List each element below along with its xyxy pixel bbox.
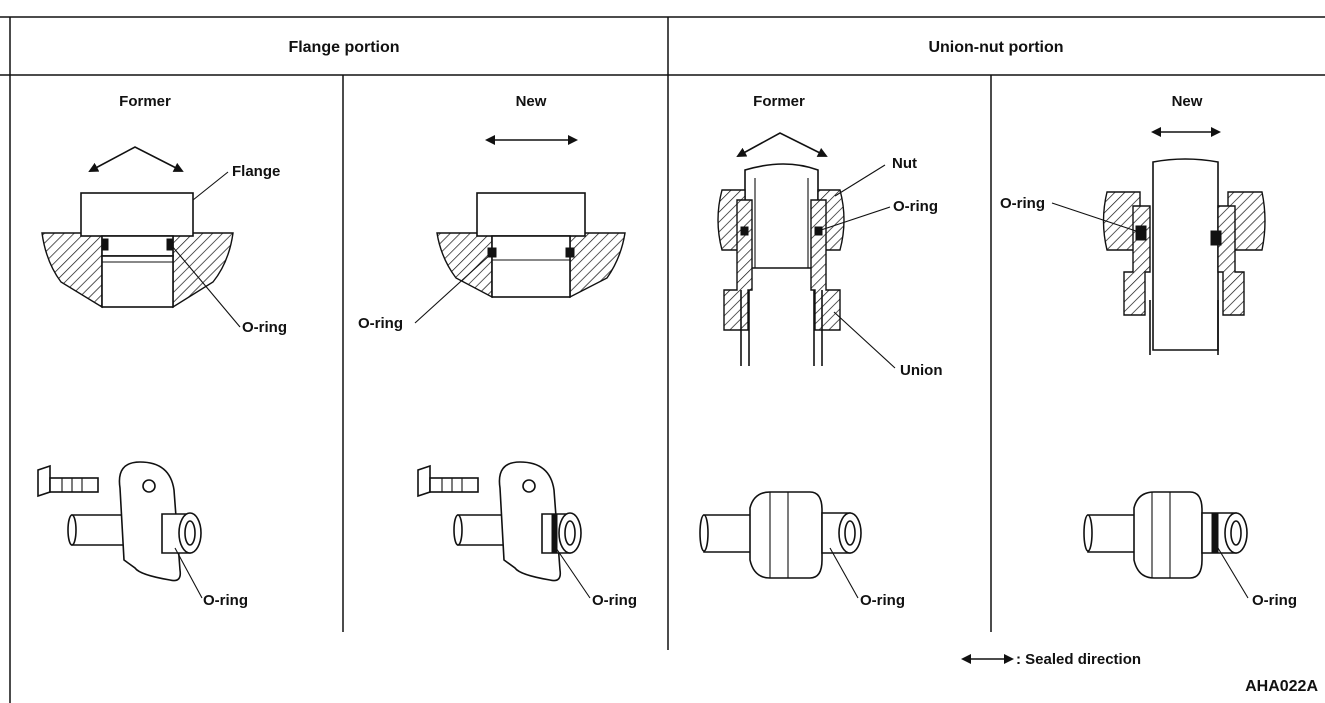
legend-sealed-direction: : Sealed direction	[1016, 651, 1141, 668]
union-former-3d	[699, 491, 862, 599]
header-flange-portion: Flange portion	[288, 39, 399, 56]
callout-oring-union-former-3d: O-ring	[860, 592, 905, 609]
sealed-direction-arrow-former-union	[736, 132, 828, 157]
callout-oring-union-new-section: O-ring	[1000, 195, 1045, 212]
column-label-union-former: Former	[753, 93, 805, 110]
column-label-flange-former: Former	[119, 93, 171, 110]
column-label-flange-new: New	[516, 93, 547, 110]
union-former-section	[717, 132, 896, 369]
column-label-union-new: New	[1172, 93, 1203, 110]
callout-oring-flange-new-3d: O-ring	[592, 592, 637, 609]
flange-new-3d	[417, 461, 591, 599]
callout-oring-union-new-3d: O-ring	[1252, 592, 1297, 609]
flange-former-section	[41, 146, 241, 328]
union-new-3d	[1083, 491, 1249, 599]
flange-new-section	[414, 135, 626, 324]
callout-flange: Flange	[232, 163, 280, 180]
callout-oring-flange-new-section: O-ring	[358, 315, 403, 332]
figure-code: AHA022A	[1245, 678, 1318, 695]
callout-union: Union	[900, 362, 943, 379]
table-frame	[0, 16, 1325, 703]
header-union-nut-portion: Union-nut portion	[928, 39, 1063, 56]
sealed-direction-arrow-former-flange	[88, 146, 184, 172]
flange-former-3d	[37, 461, 203, 599]
callout-oring-union-former-section: O-ring	[893, 198, 938, 215]
callout-nut: Nut	[892, 155, 917, 172]
callout-oring-flange-former-section: O-ring	[242, 319, 287, 336]
callout-oring-flange-former-3d: O-ring	[203, 592, 248, 609]
union-new-section	[1051, 127, 1266, 355]
